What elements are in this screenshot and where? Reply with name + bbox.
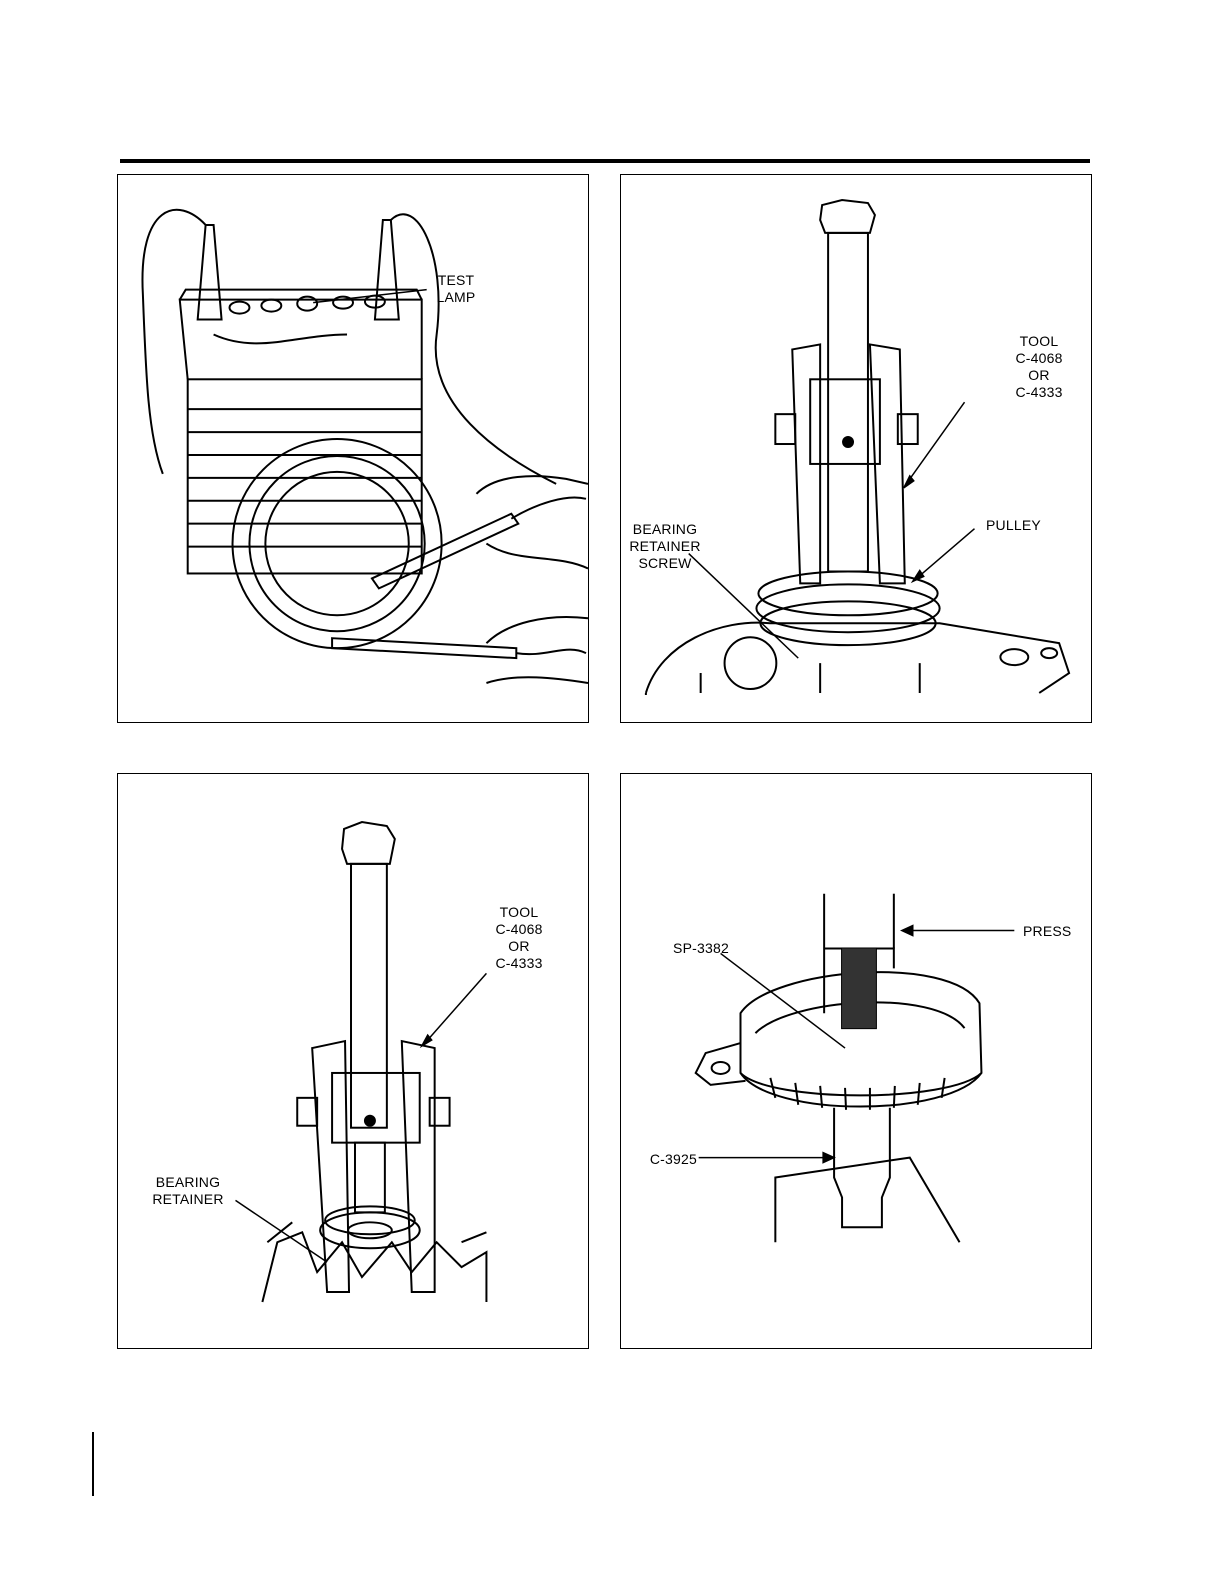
label-tool-line2: C-4068 <box>490 921 548 937</box>
figure-panel-bearing-retainer: TOOL C-4068 OR C-4333 BEARING RETAINER <box>117 773 589 1349</box>
label-bearing-retainer-screw-line1: BEARING <box>625 521 705 537</box>
pulley-puller-illustration <box>621 175 1091 722</box>
label-bearing-retainer-screw-line2: RETAINER <box>625 538 705 554</box>
header-rule <box>120 159 1090 163</box>
label-press: PRESS <box>1023 923 1083 939</box>
label-tool-line3: OR <box>1010 367 1068 383</box>
label-pulley: PULLEY <box>986 517 1056 533</box>
label-tool-line4: C-4333 <box>490 955 548 971</box>
margin-rule <box>92 1432 94 1496</box>
figure-panel-pulley-removal: TOOL C-4068 OR C-4333 PULLEY BEARING RET… <box>620 174 1092 723</box>
label-test-lamp-line1: TEST <box>431 272 481 288</box>
label-bearing-retainer-line2: RETAINER <box>148 1191 228 1207</box>
label-sp-3382: SP-3382 <box>661 940 741 956</box>
battery-test-lamp-illustration <box>118 175 588 722</box>
label-tool-line4: C-4333 <box>1010 384 1068 400</box>
label-tool-line1: TOOL <box>490 904 548 920</box>
label-test-lamp-line2: LAMP <box>431 289 481 305</box>
bearing-puller-illustration <box>118 774 588 1348</box>
label-bearing-retainer-screw-line3: SCREW <box>625 555 705 571</box>
figure-panel-press: PRESS SP-3382 C-3925 <box>620 773 1092 1349</box>
figure-panel-test-lamp: TEST LAMP <box>117 174 589 723</box>
press-installation-illustration <box>621 774 1091 1348</box>
label-c-3925: C-3925 <box>631 1151 697 1167</box>
label-tool-line3: OR <box>490 938 548 954</box>
label-tool-line2: C-4068 <box>1010 350 1068 366</box>
label-tool-line1: TOOL <box>1010 333 1068 349</box>
label-bearing-retainer-line1: BEARING <box>148 1174 228 1190</box>
